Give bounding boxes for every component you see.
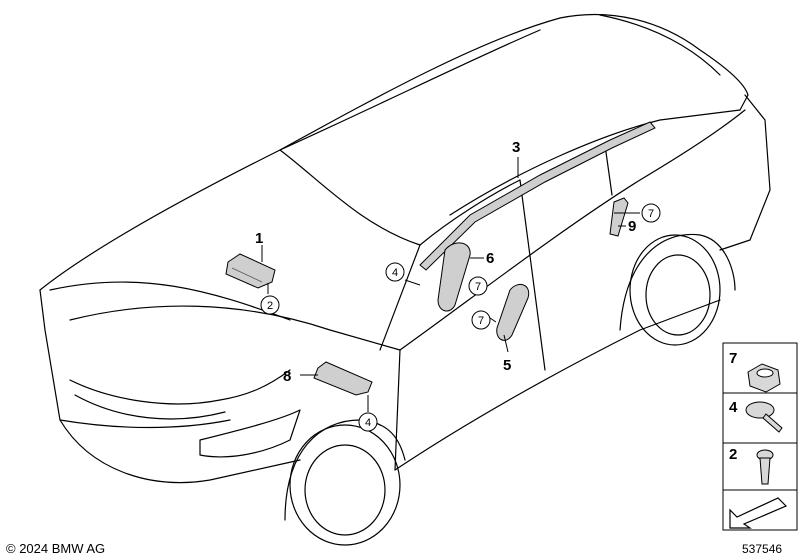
part-3-curtain-airbag	[419, 121, 656, 271]
part-5-front-side-airbag-lower	[496, 283, 530, 341]
legend-label-7: 7	[729, 350, 737, 367]
callout-6: 6	[486, 250, 494, 267]
callout-3: 3	[512, 139, 520, 156]
callout-4b: 4	[365, 417, 371, 429]
legend-label-4: 4	[729, 399, 738, 416]
callout-circle-4b	[358, 412, 378, 432]
callout-circle-2	[260, 295, 280, 315]
flange-bolt-icon	[745, 401, 783, 433]
fastener-legend: 7 4 2	[722, 342, 798, 531]
legend-label-2: 2	[729, 446, 737, 463]
copyright-notice: © 2024 BMW AG	[6, 541, 106, 556]
callout-7c: 7	[648, 208, 654, 220]
callout-8: 8	[283, 368, 291, 385]
callout-circle-7c	[641, 203, 661, 223]
part-6-front-side-airbag-upper	[437, 242, 471, 312]
direction-arrow-icon	[729, 497, 788, 529]
part-9-rear-side-airbag	[609, 197, 629, 237]
car-outline	[39, 13, 771, 546]
callout-circle-7a	[468, 276, 488, 296]
callout-circle-7b	[471, 310, 491, 330]
callout-7b: 7	[478, 315, 484, 327]
screw-icon	[756, 449, 774, 485]
callout-1: 1	[255, 230, 263, 247]
document-number: 537546	[742, 542, 783, 556]
callout-5: 5	[503, 357, 511, 374]
part-8-knee-airbag	[313, 361, 373, 396]
callout-4a: 4	[392, 267, 398, 279]
callout-9: 9	[628, 218, 636, 235]
callout-circle-4a	[385, 262, 405, 282]
part-1-passenger-airbag	[225, 253, 276, 289]
leader-lines	[261, 157, 640, 412]
callout-2: 2	[267, 300, 273, 312]
callout-7a: 7	[475, 281, 481, 293]
nut-icon	[747, 363, 781, 393]
